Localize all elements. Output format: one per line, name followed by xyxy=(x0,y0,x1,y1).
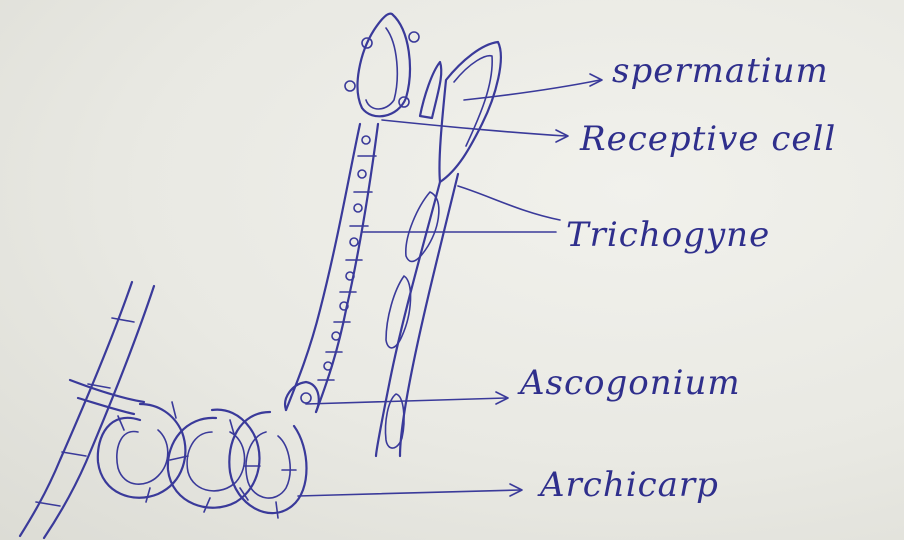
spermatium-cell xyxy=(345,14,419,117)
archicarp-coil xyxy=(98,402,307,518)
ascogonium-column xyxy=(285,124,378,412)
label-receptive-cell: Receptive cell xyxy=(579,119,836,159)
vegetative-hyphae xyxy=(20,282,154,538)
label-archicarp: Archicarp xyxy=(537,465,719,505)
label-trichogyne: Trichogyne xyxy=(566,215,770,255)
pointer-lines xyxy=(298,74,602,496)
label-spermatium: spermatium xyxy=(612,51,829,91)
receptive-cell xyxy=(420,42,501,182)
trichogyne-tube xyxy=(376,174,458,456)
label-ascogonium: Ascogonium xyxy=(517,363,741,403)
